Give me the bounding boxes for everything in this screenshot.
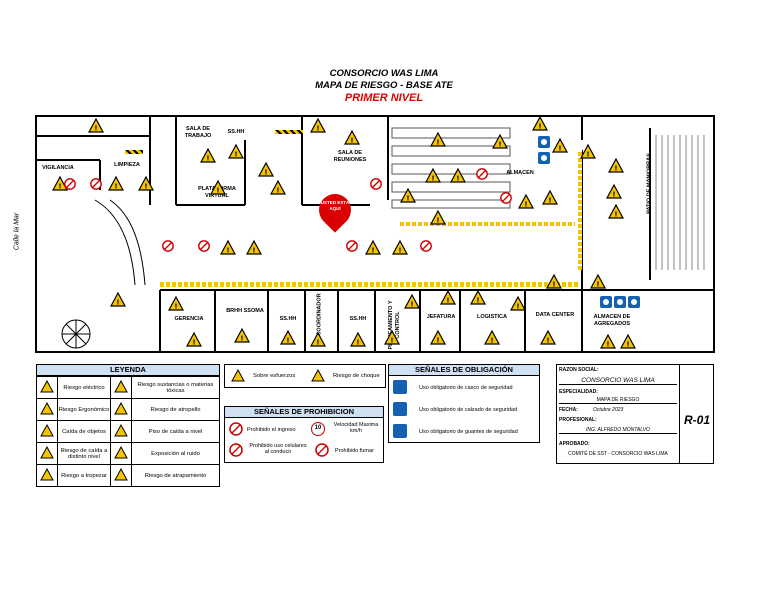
trip-risk-icon <box>40 467 54 481</box>
floor-plan: VIGILANCIA LIMPIEZA SALA DE TRABAJO SS.H… <box>14 115 715 353</box>
plan-code: R-01 <box>683 413 710 427</box>
extra-risks: Sobre esfuerzos Riesgo de choque <box>224 364 386 388</box>
legend-label: Piso de caída a nivel <box>131 420 220 443</box>
fecha-value: Octubre 2023 <box>593 407 624 413</box>
legend-title: LEYENDA <box>36 364 220 376</box>
boots-icon <box>393 402 407 416</box>
legend: LEYENDA Riesgo eléctrico Riesgo sustanci… <box>36 364 220 487</box>
door-hatch <box>125 150 143 154</box>
legend-label: Riesgo de atropello <box>131 398 220 421</box>
room-logistica: LOGISTICA <box>477 314 507 320</box>
fecha-label: FECHA: <box>559 407 578 413</box>
room-jefatura: JEFATURA <box>426 314 456 320</box>
prohibition-sign-icon <box>64 168 512 252</box>
legend-row: Riesgo eléctrico Riesgo sustancias o mat… <box>36 376 220 399</box>
walkway-marking <box>400 222 575 226</box>
overexertion-label: Sobre esfuerzos <box>253 373 296 379</box>
razon-value: CONSORCIO WAS LIMA <box>559 377 677 385</box>
room-almacen-agregados: ALMACEN DE AGREGADOS <box>593 314 631 327</box>
legend-row: Riesgo Ergonómico Riesgo de atropello <box>36 398 220 421</box>
room-sala-reuniones: SALA DE REUNIONES <box>333 150 367 163</box>
risk-signs-layer: ! <box>52 116 640 350</box>
fall-height-icon <box>40 445 54 459</box>
collision-label: Riesgo de choque <box>333 373 380 379</box>
you-are-here-label: USTED ESTÁ AQUÍ <box>320 200 350 211</box>
prohibition-panel: SEÑALES DE PROHIBICION Prohibido el ingr… <box>224 406 384 463</box>
gloves-label: Uso obligatorio de guantes de seguridad <box>419 429 518 435</box>
legend-label: Riesgo Ergonómico <box>57 398 111 421</box>
risk-sign-icon <box>52 116 636 350</box>
legend-table: Riesgo eléctrico Riesgo sustancias o mat… <box>36 376 220 487</box>
prof-value: ING. ALFREDO MONTALVO <box>559 427 677 434</box>
obligation-title: SEÑALES DE OBLIGACIÓN <box>388 364 540 376</box>
speed-limit-icon: 10 <box>311 422 325 436</box>
esp-value: MAPA DE RIESGO <box>559 397 677 404</box>
legend-row: Riesgo a tropezar Riesgo de atrapamiento <box>36 464 220 487</box>
room-sshh-b2: SS.HH <box>349 316 367 322</box>
room-data-center: DATA CENTER <box>535 312 575 318</box>
legend-row: Caída de objetos Piso de caída a nivel <box>36 420 220 443</box>
obligation-panel: SEÑALES DE OBLIGACIÓN Uso obligatorio de… <box>388 364 540 443</box>
legend-label: Riesgo a tropezar <box>57 464 111 487</box>
legend-label: Riesgo de caída a distinto nivel <box>57 442 111 465</box>
room-gerencia: GERENCIA <box>174 316 204 322</box>
electric-risk-icon <box>40 379 54 393</box>
room-sshh-top: SS.HH <box>227 129 245 135</box>
title-line3: PRIMER NIVEL <box>344 92 424 104</box>
no-phone-label: Prohibido uso celulares al conducir <box>249 443 307 455</box>
room-vigilancia: VIGILANCIA <box>42 165 74 171</box>
no-entry-label: Prohibido el ingreso <box>247 427 296 433</box>
walkway-marking <box>578 150 582 270</box>
helmet-icon <box>393 380 407 394</box>
walkway-marking <box>160 282 580 287</box>
helmet-label: Uso obligatorio de casco de seguridad <box>419 385 513 391</box>
title-block: RAZON SOCIAL: CONSORCIO WAS LIMA ESPECIA… <box>556 364 714 464</box>
room-limpieza: LIMPIEZA <box>114 162 140 168</box>
gloves-icon <box>393 424 407 438</box>
door-hatch <box>275 130 303 134</box>
legend-label: Riesgo de atrapamiento <box>131 464 220 487</box>
room-brhh: BRHH SSOMA <box>226 308 264 314</box>
noise-icon <box>114 445 128 459</box>
no-smoking-label: Prohibido fumar <box>335 448 374 454</box>
run-over-risk-icon <box>114 401 128 415</box>
aprob-value: COMITÉ DE SST - CONSORCIO WAS LIMA <box>568 451 668 457</box>
no-smoking-icon <box>315 443 329 457</box>
room-almacen: ALMACEN <box>506 170 534 176</box>
overexertion-icon <box>231 369 245 382</box>
entrapment-icon <box>114 467 128 481</box>
speed-limit-label: Velocidad Maxima km/h <box>333 422 379 434</box>
legend-label: Riesgo eléctrico <box>57 376 111 399</box>
razon-label: RAZON SOCIAL: <box>559 367 599 373</box>
falling-objects-icon <box>40 423 54 437</box>
boots-label: Uso obligatorio de calzado de seguridad <box>419 407 518 413</box>
esp-label: ESPECIALIDAD: <box>559 389 598 395</box>
no-phone-icon <box>229 443 243 457</box>
collision-icon <box>311 369 325 382</box>
legend-label: Riesgo sustancias o materias tóxicas <box>131 376 220 399</box>
legend-row: Riesgo de caída a distinto nivel Exposic… <box>36 442 220 465</box>
room-sshh-b1: SS.HH <box>279 316 297 322</box>
aprob-label: APROBADO: <box>559 441 590 447</box>
prof-label: PROFESIONAL: <box>559 417 597 423</box>
no-entry-icon <box>229 422 243 436</box>
prohibition-title: SEÑALES DE PROHIBICION <box>224 406 384 418</box>
title-line1: CONSORCIO WAS LIMA <box>329 68 439 79</box>
ergonomic-risk-icon <box>40 401 54 415</box>
title-line2: MAPA DE RIESGO - BASE ATE <box>315 80 453 91</box>
room-sala-trabajo: SALA DE TRABAJO <box>184 126 212 139</box>
legend-label: Caída de objetos <box>57 420 111 443</box>
legend-label: Exposición al ruido <box>131 442 220 465</box>
slip-risk-icon <box>114 423 128 437</box>
toxic-risk-icon <box>114 379 128 393</box>
